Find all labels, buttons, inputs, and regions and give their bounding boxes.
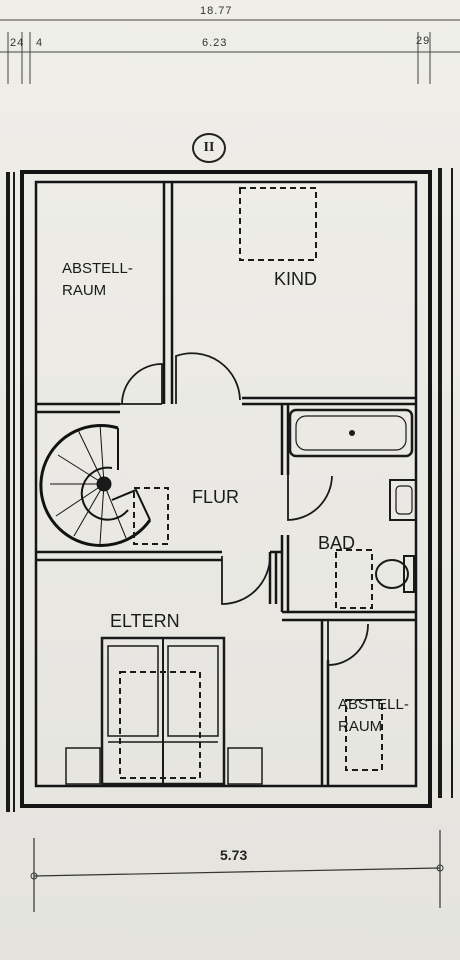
floor-marker: II: [192, 133, 226, 163]
room-flur: FLUR: [192, 487, 240, 507]
dimension-inner: 6.23: [202, 37, 228, 49]
top-dimension-lines: [0, 19, 460, 84]
dimension-bottom-width: 5.73: [220, 847, 248, 863]
bottom-dimension-line: [30, 830, 444, 912]
room-abstellraum-bottom-line2: RAUM: [338, 718, 383, 735]
room-abstellraum-bottom: ABSTELL- RAUM: [338, 694, 409, 738]
dimension-left-a: 24: [10, 37, 25, 49]
room-abstellraum-top-line2: RAUM: [62, 282, 107, 299]
room-abstellraum-top: ABSTELL- RAUM: [62, 258, 133, 302]
double-bed: [65, 636, 263, 786]
washbasin: [389, 479, 417, 521]
dimension-left-b: 4: [36, 37, 44, 49]
bathtub: [288, 408, 414, 458]
room-bad: BAD: [318, 533, 356, 553]
dimension-overall: 18.77: [200, 5, 233, 17]
door-swings: [120, 352, 369, 666]
interior-walls: [36, 182, 416, 786]
dimension-right: 29: [416, 35, 431, 47]
room-abstellraum-bottom-line1: ABSTELL-: [338, 696, 409, 713]
dashed-furniture: [119, 187, 383, 779]
neighbour-walls: [6, 168, 453, 812]
room-eltern: ELTERN: [110, 611, 180, 631]
spiral-staircase: [39, 423, 152, 548]
room-abstellraum-top-line1: ABSTELL-: [62, 260, 133, 277]
toilet: [375, 555, 415, 593]
room-kind: KIND: [274, 269, 318, 289]
